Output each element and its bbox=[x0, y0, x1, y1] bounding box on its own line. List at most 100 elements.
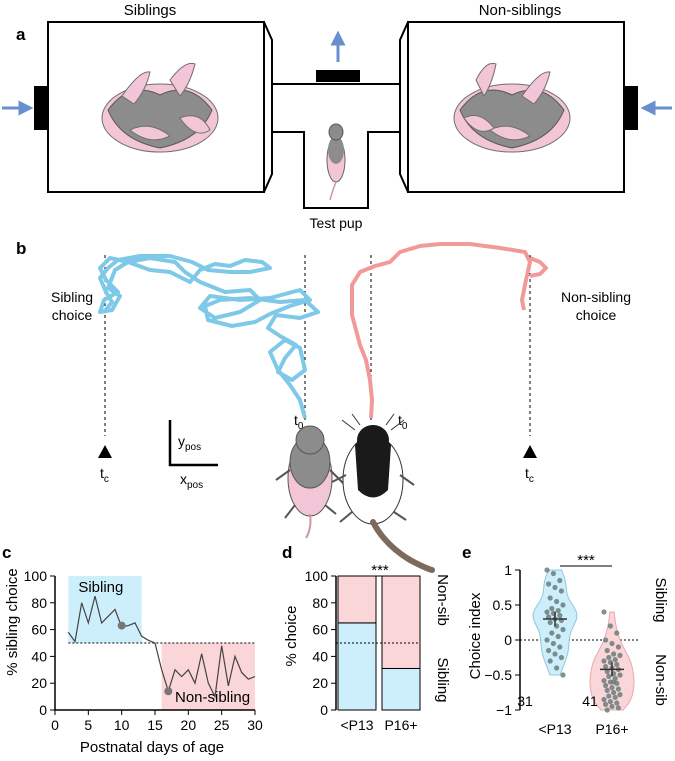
panel-label-a: a bbox=[16, 25, 26, 44]
dot-P16+-1 bbox=[607, 623, 614, 629]
ytick-label-80: 80 bbox=[31, 595, 47, 611]
dot-P16+-8 bbox=[617, 652, 623, 659]
nonsiblings-chamber-label: Non-siblings bbox=[479, 2, 562, 19]
dot-P16+-38 bbox=[615, 705, 622, 711]
dot-<P13-17 bbox=[547, 619, 553, 626]
bar-P16+-Sibling bbox=[381, 667, 421, 711]
ytick-label-60: 60 bbox=[31, 622, 47, 638]
chart-d-nonsib-label: Non-sib bbox=[434, 574, 451, 626]
dot-P16+-22 bbox=[601, 678, 607, 684]
significance-label: *** bbox=[371, 562, 389, 579]
dot-<P13-19 bbox=[560, 626, 566, 633]
dot-P16+-13 bbox=[614, 661, 620, 668]
ytick-label-4: 1 bbox=[504, 562, 512, 578]
xtick-label-0: 0 bbox=[51, 717, 59, 733]
dot-P16+-33 bbox=[601, 696, 607, 703]
dot-P16+-35 bbox=[614, 700, 620, 706]
dot-P16+-39 bbox=[604, 707, 610, 713]
dot-P16+-32 bbox=[612, 694, 618, 701]
right-door bbox=[624, 86, 638, 130]
xpos-label: xpos bbox=[180, 471, 203, 491]
left-door bbox=[34, 86, 48, 130]
ytick-label-20: 20 bbox=[31, 675, 47, 691]
dot-P16+-2 bbox=[614, 630, 620, 636]
sibling-choice-line2: choice bbox=[52, 307, 93, 323]
chart-c-ylabel: % sibling choice bbox=[4, 568, 21, 676]
nonsibling-choice-line2: choice bbox=[576, 307, 617, 323]
series-line bbox=[67, 595, 256, 699]
sibling-pups-pile-icon bbox=[101, 62, 219, 153]
dot-P16+-4 bbox=[609, 640, 615, 647]
category-label-1: P16+ bbox=[595, 721, 628, 737]
panel-b: b Sibling choice Non-sibling choice tc t… bbox=[16, 239, 631, 573]
dot-<P13-3 bbox=[546, 581, 552, 587]
dot-P16+-9 bbox=[606, 654, 612, 661]
ytick-label-20: 20 bbox=[312, 675, 328, 691]
siblings-chamber-label: Siblings bbox=[124, 2, 177, 19]
dot-P16+-3 bbox=[603, 637, 609, 643]
highlight-point-1 bbox=[164, 687, 173, 696]
sibling-trajectory bbox=[98, 254, 320, 419]
ytick-label-0: −1 bbox=[496, 702, 512, 718]
count-label-0: 31 bbox=[517, 693, 533, 709]
ytick-label-40: 40 bbox=[312, 648, 328, 664]
xtick-label-5: 5 bbox=[84, 717, 92, 733]
dot-<P13-25 bbox=[546, 647, 552, 654]
region-label-sibling: Sibling bbox=[78, 579, 123, 596]
xtick-label-30: 30 bbox=[247, 717, 263, 733]
dot-P16+-28 bbox=[604, 687, 610, 694]
dot-P16+-20 bbox=[606, 673, 612, 680]
chart-e-ylabel: Choice index bbox=[467, 592, 484, 679]
ytick-label-80: 80 bbox=[312, 595, 328, 611]
dot-P16+-14 bbox=[603, 664, 609, 670]
panel-label-c: c bbox=[2, 543, 11, 562]
ytick-label-60: 60 bbox=[312, 622, 328, 638]
dot-<P13-10 bbox=[555, 608, 561, 614]
xtick-label-25: 25 bbox=[214, 717, 230, 733]
ytick-label-0: 0 bbox=[320, 702, 328, 718]
dot-<P13-20 bbox=[549, 630, 555, 636]
dot-<P13-30 bbox=[560, 672, 566, 678]
chart-d-ylabel: % choice bbox=[283, 606, 300, 667]
dot-P16+-19 bbox=[617, 672, 623, 678]
corridor bbox=[272, 83, 400, 209]
dot-<P13-14 bbox=[546, 614, 552, 620]
bar-<P13-Non-sib bbox=[337, 575, 377, 624]
xtick-label-10: 10 bbox=[114, 717, 130, 733]
dot-P16+-29 bbox=[611, 689, 617, 696]
ytick-label-0: 0 bbox=[39, 702, 47, 718]
dot-<P13-26 bbox=[552, 651, 558, 657]
top-door bbox=[316, 70, 360, 82]
category-label-1: P16+ bbox=[384, 717, 417, 733]
dot-P16+-10 bbox=[612, 657, 618, 663]
dot-P16+-26 bbox=[609, 685, 615, 691]
dot-P16+-5 bbox=[615, 644, 622, 650]
dot-P16+-6 bbox=[604, 647, 610, 654]
dot-<P13-9 bbox=[549, 605, 555, 612]
dot-<P13-11 bbox=[544, 609, 550, 615]
dot-<P13-23 bbox=[550, 640, 557, 647]
ypos-label: ypos bbox=[178, 433, 201, 453]
sibling-choice-line1: Sibling bbox=[51, 289, 93, 305]
dot-P16+-36 bbox=[603, 701, 609, 708]
dot-P16+-40 bbox=[611, 679, 617, 685]
ytick-label-100: 100 bbox=[305, 568, 329, 584]
dot-<P13-0 bbox=[544, 567, 550, 573]
nonsibling-trajectory bbox=[350, 242, 548, 419]
dot-<P13-8 bbox=[560, 602, 566, 608]
ytick-label-100: 100 bbox=[24, 568, 48, 584]
dot-<P13-21 bbox=[555, 633, 561, 640]
panel-label-b: b bbox=[16, 239, 26, 258]
panel-label-e: e bbox=[462, 543, 471, 562]
black-pup-icon bbox=[331, 413, 435, 573]
panel-a: a Siblings Non-siblings bbox=[2, 2, 672, 231]
dot-P16+-25 bbox=[603, 682, 609, 689]
nonsibling-tc-marker-icon bbox=[523, 445, 537, 458]
dot-P16+-27 bbox=[615, 686, 622, 692]
sibling-tc-label: tc bbox=[100, 465, 109, 485]
nonsibling-pups-pile-icon bbox=[453, 62, 571, 153]
chart-e-nonsib-label: Non-sib bbox=[652, 654, 669, 706]
dot-<P13-28 bbox=[547, 658, 553, 664]
